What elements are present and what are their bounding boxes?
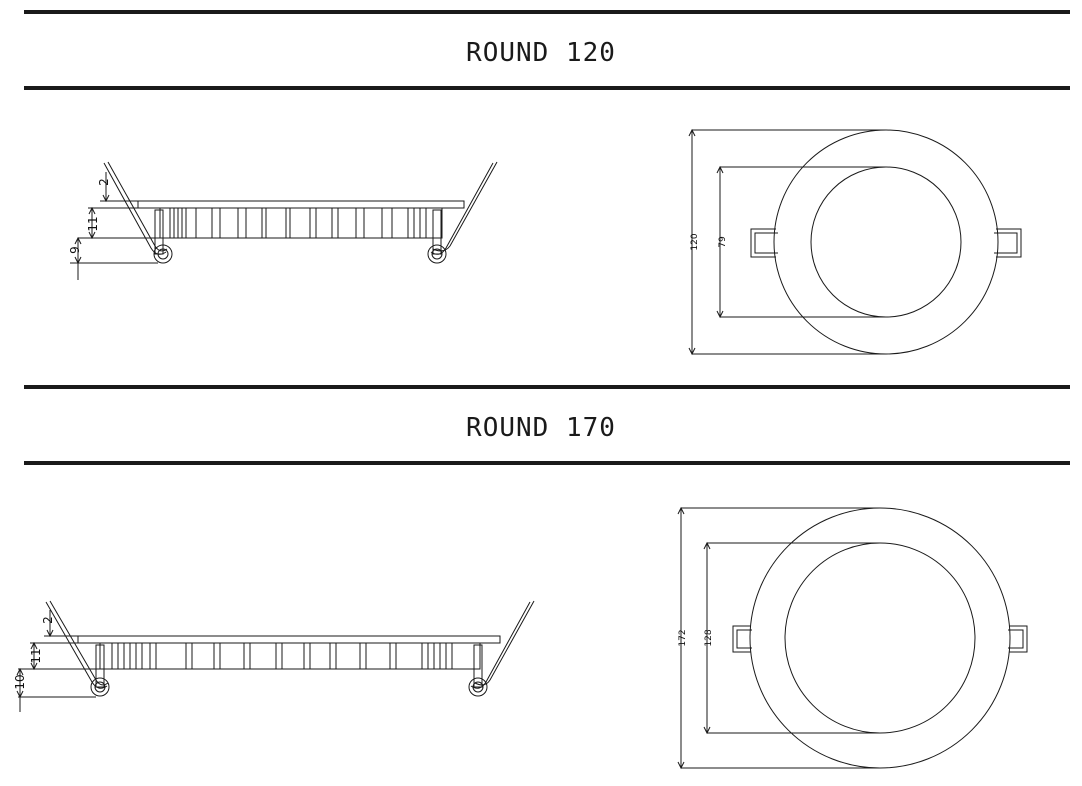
rule-bottom-2	[24, 461, 1070, 465]
dim-label-10: 10	[13, 674, 27, 689]
rule-top-1	[24, 10, 1070, 14]
outer-circle	[773, 129, 999, 355]
side-dimensions-1	[70, 172, 160, 280]
dim-label-11: 11	[29, 648, 43, 663]
dim-label-11: 11	[86, 216, 100, 231]
clip-tab-left	[732, 625, 751, 653]
top-view-1	[688, 128, 1022, 356]
side-view-1: 2 11 9	[68, 161, 498, 280]
heat-fins	[169, 208, 427, 238]
panel-body	[99, 642, 481, 670]
dim-label-2: 2	[97, 178, 111, 186]
dim-label-120: 120	[690, 233, 700, 250]
clip-tab-right	[1009, 625, 1028, 653]
rule-top-2	[24, 385, 1070, 389]
spring-clip-right	[427, 161, 498, 264]
spring-clip-right	[468, 600, 535, 697]
panel-plate	[137, 200, 465, 209]
section-title-1: ROUND 120	[466, 38, 616, 68]
top-view-2	[677, 506, 1028, 770]
side-view-2: 2 11 10	[13, 600, 535, 712]
dim-label-172: 172	[678, 629, 688, 646]
rule-bottom-1	[24, 86, 1070, 90]
inner-circle	[810, 166, 962, 318]
dim-label-9: 9	[68, 246, 82, 254]
side-dimensions-2	[16, 610, 100, 712]
clip-tab-right	[996, 228, 1022, 258]
inner-circle	[784, 542, 976, 734]
panel-plate	[77, 635, 501, 644]
section-title-2: ROUND 170	[466, 413, 616, 443]
panel-body	[159, 207, 443, 239]
outer-circle	[749, 507, 1011, 769]
dim-label-79: 79	[718, 236, 728, 248]
dim-label-128: 128	[704, 629, 714, 646]
spring-clip-left	[103, 161, 173, 264]
spring-clip-left	[45, 600, 110, 697]
clip-tab-left	[750, 228, 776, 258]
dim-label-2: 2	[41, 616, 55, 624]
heat-fins	[111, 643, 453, 669]
